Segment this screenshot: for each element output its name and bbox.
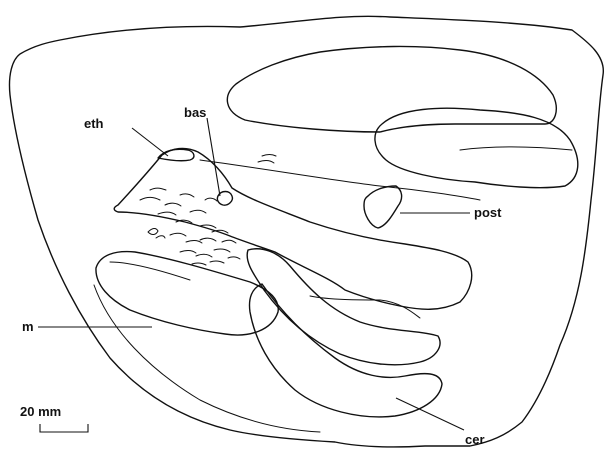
label-bas: bas [184, 105, 206, 120]
skull-roof-lobe [227, 46, 556, 132]
postorbital-process [364, 186, 402, 228]
ceratohyal-ridge [310, 296, 420, 318]
label-eth: eth [84, 116, 104, 131]
ceratohyal-lower [250, 284, 443, 417]
mandible [96, 252, 278, 335]
occipital-inner-line [460, 147, 572, 150]
scale-bar [40, 424, 88, 432]
label-m: m [22, 319, 34, 334]
ethmoid-cap [158, 149, 194, 161]
basisphenoid-knob-inner [205, 198, 217, 201]
scale-bar-label: 20 mm [20, 404, 61, 419]
label-post: post [474, 205, 502, 220]
bas-leader [207, 118, 220, 196]
mandible-inner [110, 262, 190, 280]
braincase [114, 148, 471, 309]
ceratohyal-upper [247, 249, 440, 365]
eth-leader [132, 128, 168, 156]
label-cer: cer [465, 432, 485, 447]
specimen-outline [9, 16, 603, 447]
mandible-lower-edge [94, 285, 320, 432]
